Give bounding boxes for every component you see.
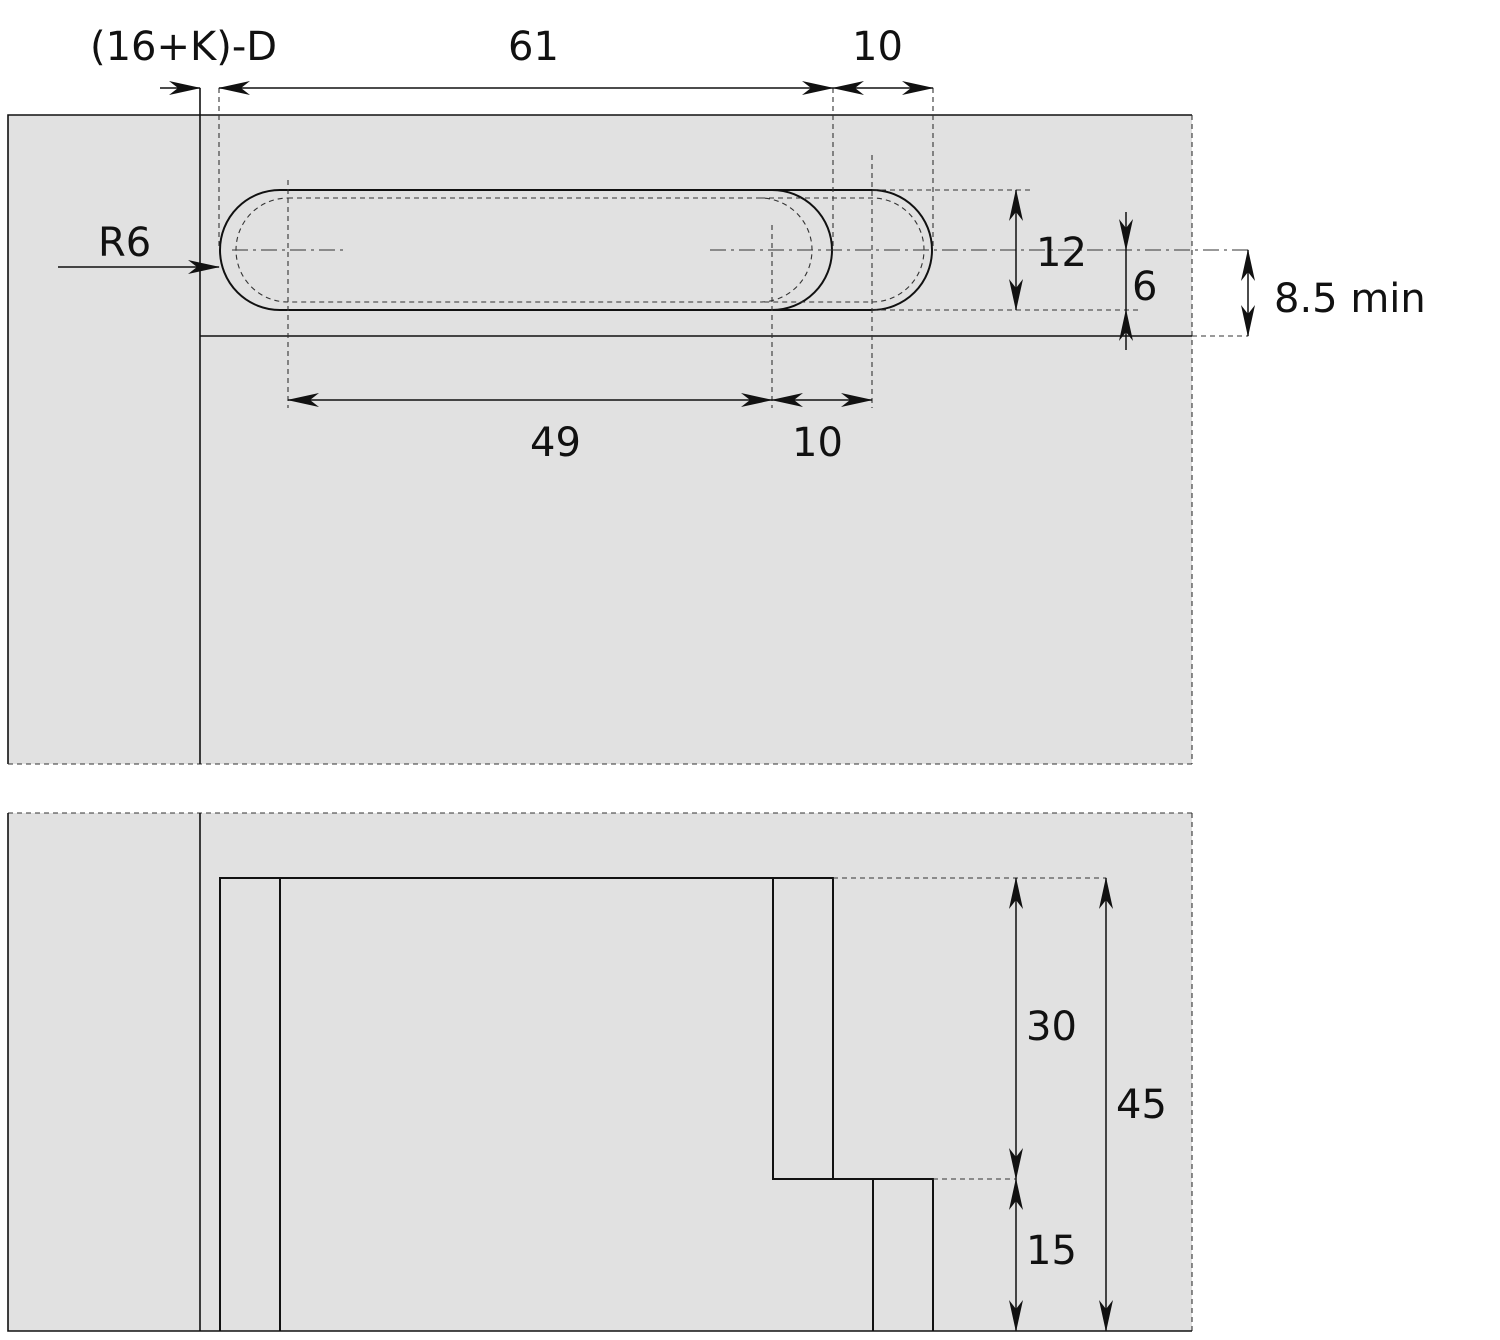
label-min-edge-distance: 8.5 min — [1274, 276, 1426, 322]
label-radius: R6 — [98, 220, 151, 266]
label-depth-total: 45 — [1116, 1082, 1167, 1128]
label-depth-lower: 15 — [1026, 1228, 1077, 1274]
label-slot-length: 61 — [508, 24, 559, 70]
label-offset-formula: (16+K)-D — [90, 24, 277, 70]
top-panel-outline — [7, 114, 1192, 764]
top-panel — [8, 115, 1192, 764]
label-depth-upper: 30 — [1026, 1004, 1077, 1050]
slot-right-outline — [280, 189, 933, 311]
section-view: 30 45 15 — [7, 812, 1193, 1332]
label-right-extension-bottom: 10 — [792, 420, 843, 466]
top-view: (16+K)-D 61 10 R6 12 6 8.5 min 49 10 — [7, 24, 1426, 765]
label-slot-width: 12 — [1036, 230, 1087, 276]
bottom-panel-outline — [7, 813, 1192, 1332]
pocket-step-inner — [772, 878, 833, 1180]
bottom-panel — [8, 813, 1192, 1331]
pocket-profile — [219, 877, 934, 1331]
label-center-distance: 49 — [530, 420, 581, 466]
label-half-width: 6 — [1132, 264, 1157, 310]
label-right-extension-top: 10 — [852, 24, 903, 70]
slot-inner-dashed — [235, 197, 813, 303]
